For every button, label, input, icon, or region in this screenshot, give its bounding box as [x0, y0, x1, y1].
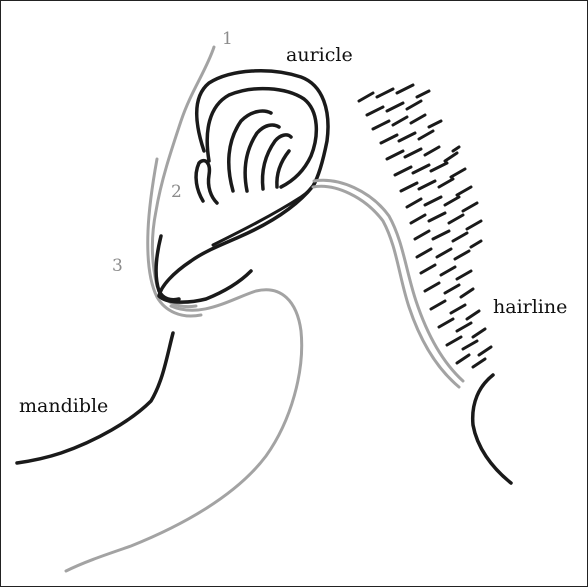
mandible-line	[15, 331, 175, 465]
auricle-helix	[157, 69, 330, 304]
hairline-label: hairline	[493, 296, 568, 318]
concha-contour	[211, 181, 317, 247]
retroauricular-line-b	[311, 184, 461, 389]
marker-1: 1	[222, 29, 233, 49]
mandible-label: mandible	[19, 395, 109, 417]
tragus	[194, 158, 219, 205]
marker-3: 3	[112, 256, 123, 276]
auricle-label: auricle	[286, 44, 353, 66]
lobule-front	[154, 234, 181, 302]
antihelix-fold-1	[227, 109, 273, 193]
retroauricular-line-a	[312, 178, 465, 383]
antihelix-fold-3	[260, 133, 293, 191]
neck-incision-line	[64, 288, 304, 573]
marker-2: 2	[171, 182, 182, 202]
auricle-inner-rim	[205, 86, 319, 189]
antihelix-fold-4	[275, 149, 291, 189]
incision-line-3	[146, 157, 203, 318]
mastoid-line	[470, 373, 513, 485]
antihelix-fold-2	[243, 123, 281, 193]
hairline-hatching	[357, 83, 493, 369]
